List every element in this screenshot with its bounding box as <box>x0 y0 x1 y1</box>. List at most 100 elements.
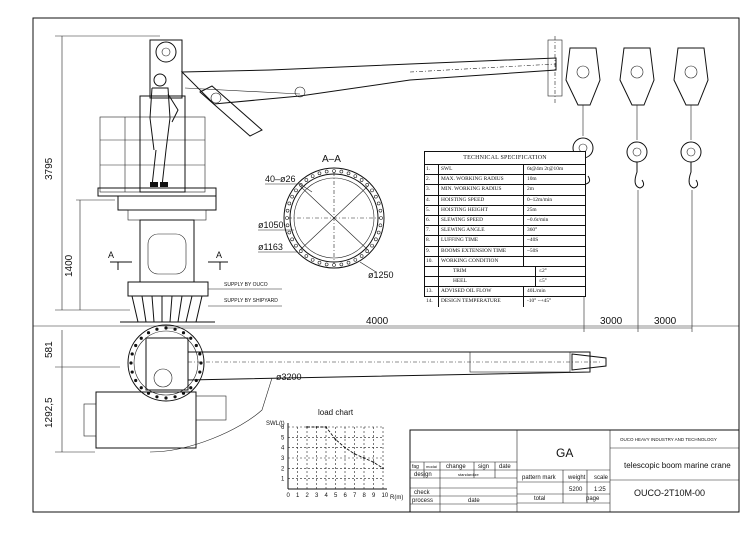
spec-item: SLEWING ANGLE <box>439 226 524 236</box>
spec-row: 9.BOOMS EXTENSION TIME~50S <box>425 246 585 257</box>
company-name: OUCO HEAVY INDUSTRY AND TECHNOLOGY <box>620 437 717 442</box>
tb-change: change <box>446 464 466 470</box>
supply-shipyard-label: SUPPLY BY SHIPYARD <box>224 298 278 304</box>
spec-value: 40L/min <box>527 288 546 295</box>
slewing-ring-bolts <box>129 326 203 400</box>
load-chart-grid <box>287 423 387 490</box>
x-tick-label: 1 <box>296 493 300 499</box>
spec-title: TECHNICAL SPECIFICATION <box>425 152 585 165</box>
spec-item: LUFFING TIME <box>439 236 524 246</box>
spec-row: 14.DESIGN TEMPERATURE-10° ~+45° <box>425 297 585 307</box>
y-tick-label: 1 <box>281 477 285 483</box>
spec-item: HEEL <box>439 277 536 287</box>
spec-no <box>425 266 439 277</box>
spec-value: ≤5° <box>539 278 547 285</box>
spec-value: ~50S <box>527 247 539 254</box>
dim-top-offset: 581 <box>44 341 55 358</box>
spec-no: 9. <box>425 246 439 256</box>
slew-bolt <box>194 343 198 348</box>
x-tick-label: 3 <box>315 493 319 499</box>
slew-diameter-label: ø3200 <box>276 372 302 382</box>
x-tick-label: 0 <box>287 493 291 499</box>
load-point <box>306 426 308 428</box>
bolt-hole <box>365 249 370 254</box>
spec-item: SLEWING SPEED <box>439 215 524 226</box>
spec-no: 6. <box>425 215 439 226</box>
spec-item: ADVISED OIL FLOW <box>439 287 524 297</box>
bolt-hole <box>346 260 351 265</box>
dim-plan-depth: 1292,5 <box>44 397 55 428</box>
spec-no: 3. <box>425 185 439 195</box>
y-tick-label: 6 <box>281 425 285 431</box>
bolt-hole <box>304 178 309 182</box>
slewing-bearing <box>117 195 217 211</box>
slew-bolt <box>173 327 177 331</box>
dia-1250-label: ø1250 <box>368 270 394 280</box>
bolt-hole <box>324 169 329 174</box>
spec-value: 0~12m/min <box>527 196 553 203</box>
bolt-hole <box>310 174 315 178</box>
slew-bolt <box>146 391 151 395</box>
tb-date-2: date <box>468 498 480 504</box>
x-tick-label: 9 <box>372 493 376 499</box>
spec-value: ~0.6r/min <box>527 216 549 223</box>
spec-item: BOOMS EXTENSION TIME <box>439 246 524 256</box>
tb-fag: fag <box>412 464 419 470</box>
tb-pattern-mark: pattern mark <box>522 475 557 481</box>
load-chart-ylabel: SWL(t) <box>266 421 285 427</box>
section-mark-left: A <box>108 250 114 260</box>
x-tick-label: 4 <box>325 493 329 499</box>
dim-base-reach: 4000 <box>366 316 389 327</box>
x-tick-label: 10 <box>382 493 389 499</box>
slew-bolt <box>134 378 138 383</box>
bolt-hole <box>287 201 292 206</box>
load-point <box>353 452 356 455</box>
load-chart-title: load chart <box>318 408 354 417</box>
access-hatch <box>147 233 187 275</box>
hook-block-3-icon <box>673 47 709 189</box>
bolt-hole <box>287 230 292 235</box>
main-boom <box>180 57 557 105</box>
x-tick-label: 5 <box>334 493 338 499</box>
dia-1163-label: ø1163 <box>258 242 283 252</box>
bolt-hole <box>353 174 358 178</box>
bolt-hole <box>359 178 364 182</box>
spec-no: 7. <box>425 226 439 236</box>
slew-bolt <box>146 331 151 335</box>
slew-bolt <box>181 331 186 335</box>
bolt-hole <box>310 258 315 262</box>
bolt-spec-label: 40–ø26 <box>265 174 296 184</box>
hydraulic-power-pack <box>95 391 197 449</box>
title-block: GA OUCO HEAVY INDUSTRY AND TECHNOLOGY fa… <box>409 429 740 513</box>
tb-modai: modai <box>426 464 437 469</box>
y-tick-label: 3 <box>281 456 285 462</box>
spec-row: 8.LUFFING TIME~40S <box>425 236 585 247</box>
bolt-hole <box>339 169 344 174</box>
dim-ext-2: 3000 <box>654 316 677 327</box>
bolt-hole <box>298 249 303 254</box>
spec-no: 8. <box>425 236 439 246</box>
x-tick-label: 6 <box>344 493 348 499</box>
bolt-hole <box>378 208 383 213</box>
drawing-number: OUCO-2T10M-00 <box>634 488 705 498</box>
tb-scale-label: scale <box>594 475 609 481</box>
spec-value: -10° ~+45° <box>527 298 552 305</box>
slew-bolt <box>189 336 193 340</box>
spec-item: DESIGN TEMPERATURE <box>439 297 524 307</box>
luffing-cylinder <box>199 85 263 137</box>
spec-row: HEEL≤5° <box>425 277 585 288</box>
vertical-dimensions: 3795 1400 581 1292,5 <box>44 35 160 453</box>
reach-dimensions: 4000 3000 3000 <box>166 186 693 332</box>
bolt-hole <box>376 230 381 235</box>
bolt-hole <box>374 194 378 199</box>
slew-bolt <box>139 386 143 390</box>
x-tick-label: 7 <box>353 493 357 499</box>
bolt-hole <box>365 182 370 187</box>
